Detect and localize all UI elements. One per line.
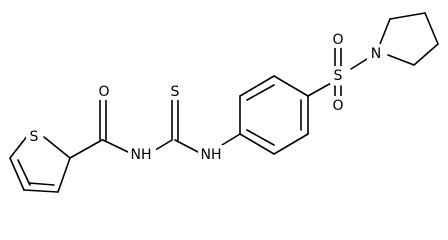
thiophene-sulfur-label: S <box>30 129 39 145</box>
sulfonyl-sulfur-label: S <box>334 68 343 84</box>
pyrrolidine-ring <box>379 12 439 66</box>
pyrrolidine-nitrogen-label: N <box>371 46 381 62</box>
sulfonyl-oxygen-bottom-label: O <box>332 98 343 114</box>
molecule-structure: S O NH S NH S O O N <box>9 12 439 193</box>
thione-sulfur-label: S <box>171 84 180 100</box>
benzene-ring <box>239 75 309 155</box>
amide-nh-label: NH <box>131 147 152 163</box>
carbonyl-oxygen-label: O <box>98 84 109 100</box>
atom-labels: S O NH S NH S O O N <box>26 30 385 163</box>
sulfonyl-oxygen-top-label: O <box>332 32 343 48</box>
aryl-nh-label: NH <box>201 147 222 163</box>
thiophene-ring <box>9 134 71 193</box>
